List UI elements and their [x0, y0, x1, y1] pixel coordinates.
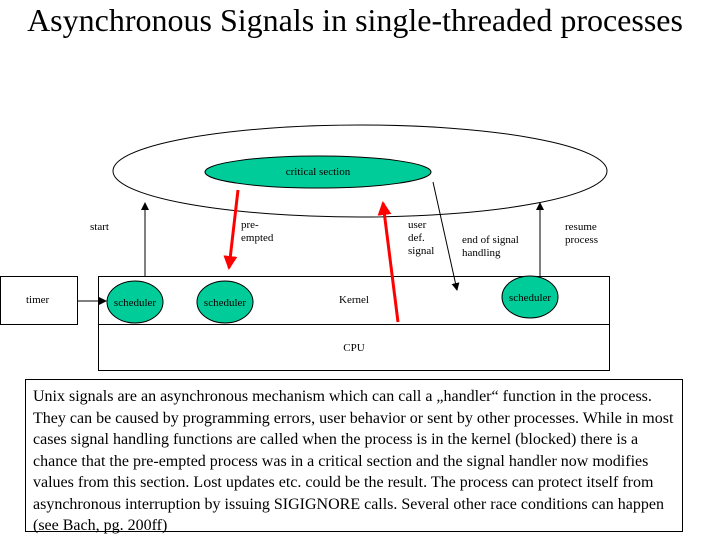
cpu-box — [98, 324, 610, 371]
pre-empted-arrow — [223, 189, 240, 270]
resume-process-line-2: process — [565, 234, 598, 246]
description-box: Unix signals are an asynchronous mechani… — [25, 379, 683, 534]
end-of-signal-line-1: end of signal — [462, 234, 519, 246]
end-of-signal-label: end of signal handling — [462, 234, 522, 259]
user-def-signal-line-3: signal — [408, 245, 434, 257]
page-title: Asynchronous Signals in single-threaded … — [27, 2, 683, 38]
critical-section-ellipse — [204, 155, 432, 189]
scheduler-2 — [196, 280, 254, 324]
start-label: start — [90, 221, 109, 233]
signal-diagram: critical section Kernel CPU timer schedu… — [0, 124, 610, 371]
scheduler-1-label: scheduler — [114, 297, 156, 309]
resume-process-label: resume process — [565, 221, 600, 246]
kernel-label: Kernel — [339, 294, 369, 306]
critical-section-label: critical section — [286, 166, 351, 178]
timer-label: timer — [26, 294, 50, 306]
user-def-signal-line-2: def. — [408, 232, 425, 244]
pre-empted-line-2: empted — [241, 232, 274, 244]
user-def-signal-line-1: user — [408, 219, 427, 231]
timer-box — [0, 276, 78, 325]
scheduler-2-label: scheduler — [204, 297, 246, 309]
end-of-signal-line-2: handling — [462, 247, 501, 259]
end-of-signal-arrow — [432, 181, 460, 291]
scheduler-3-label: scheduler — [509, 292, 551, 304]
resume-process-line-1: resume — [565, 221, 597, 233]
user-signal-arrow — [377, 201, 400, 323]
scheduler-3 — [501, 275, 559, 319]
pre-empted-label: pre- empted — [241, 219, 274, 244]
cpu-label: CPU — [343, 342, 364, 354]
user-def-signal-label: user def. signal — [408, 219, 434, 257]
scheduler-1 — [106, 280, 164, 324]
pre-empted-line-1: pre- — [241, 219, 259, 231]
